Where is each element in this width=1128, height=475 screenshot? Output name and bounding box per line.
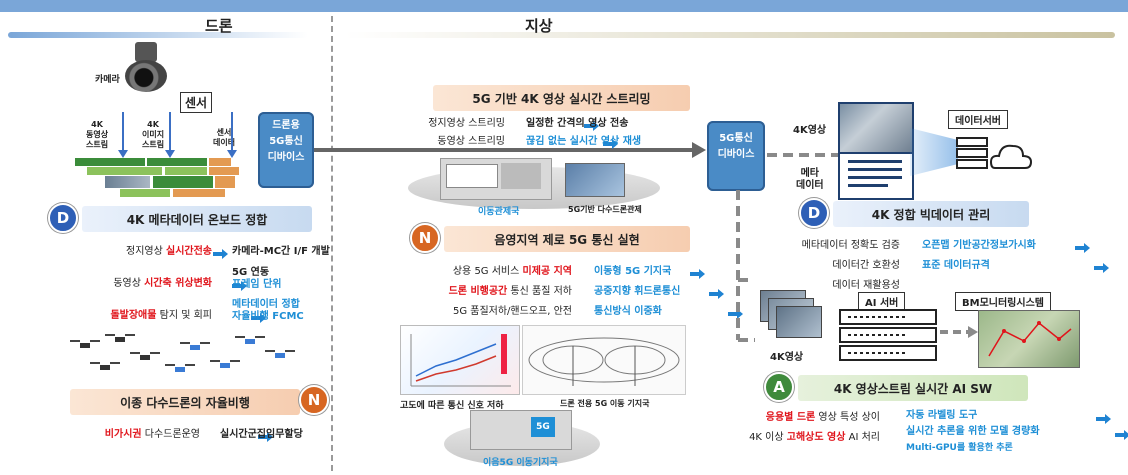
section-divider (331, 16, 333, 471)
badge-d-bigdata: D (799, 198, 829, 228)
control-monitor-label: 5G기반 다수드론관제 (568, 205, 642, 214)
ai-server-icon (839, 309, 937, 361)
sensor-label: 센서 (180, 92, 213, 113)
arrow-icon (689, 268, 705, 279)
badge-a-ai: A (764, 372, 794, 402)
shadow-row-3-result: 통신방식 이중화 (594, 306, 662, 317)
shadow-title: 음영지역 제로 5G 통신 실현 (444, 226, 690, 252)
bigdata-row-1-left: 메타데이터 정확도 검증 (801, 240, 900, 251)
bigdata-row-3-left: 데이터 재활용성 (832, 280, 900, 291)
arrow-icon (251, 312, 267, 323)
arrow-icon (584, 120, 600, 131)
ai-video-label: 4K영상 (770, 352, 804, 363)
arrow-icon (603, 138, 619, 149)
metadata-row-3-result: 메타데이터 정합 자율비행 FCMC (232, 299, 304, 322)
metadata-row-1-result: 카메라-MC간 I/F 개발 (232, 246, 330, 257)
ai-result-2: 실시간 추론을 위한 모델 경량화 (906, 426, 1040, 437)
ground-section-underline (345, 32, 1115, 38)
bigdata-row-2-left: 데이터간 호환성 (832, 260, 900, 271)
ai-row-1-left: 응용별 드론 영상 특성 상이 (765, 412, 880, 423)
data-stream-bars (75, 158, 245, 198)
server-cloud-icon (956, 137, 1033, 169)
bm-monitoring-map (978, 310, 1080, 368)
5g-badge-icon: 5G (531, 417, 555, 437)
ai-to-monitor-arrow (940, 326, 978, 338)
metadata-row-2-left: 동영상 시간축 위상변화 (113, 278, 212, 289)
streaming-row-1-right: 일정한 간격의 영상 전송 (526, 118, 629, 129)
streaming-row-2-left: 동영상 스트리밍 (437, 136, 505, 147)
arrow-icon (1115, 429, 1128, 440)
camera-image (120, 42, 175, 97)
control-vehicle-label: 이동관제국 (478, 207, 520, 217)
bigdata-video-puzzle (838, 102, 914, 154)
mobile-bs-vehicle-image: 5G (470, 410, 572, 450)
bigdata-title: 4K 정합 빅데이터 관리 (833, 201, 1029, 227)
camera-label: 카메라 (95, 75, 120, 85)
drone-section-title: 드론 (205, 17, 233, 35)
shadow-row-1-left: 상용 5G 서비스 미제공 지역 (452, 266, 572, 277)
ground-section-title: 지상 (525, 17, 553, 35)
mobile-bs-diagram (522, 325, 686, 395)
bigdata-video-label: 4K영상 (793, 125, 827, 136)
ai-row-2-left: 4K 이상 고해상도 영상 AI 처리 (749, 432, 880, 443)
dashed-connectors (736, 153, 840, 342)
bigdata-meta-puzzle (838, 152, 914, 200)
arrow-icon (1093, 262, 1109, 273)
shadow-row-1-result: 이동형 5G 기지국 (594, 266, 672, 277)
metadata-row-1-left: 정지영상 실시간전송 (126, 246, 212, 257)
ai-video-stack (760, 290, 822, 340)
streaming-row-2-right: 끊김 없는 실시간 영상 재생 (526, 136, 642, 147)
header-bar (0, 0, 1128, 12)
autonomous-row-result: 실시간군집임무할당 (220, 429, 303, 440)
signal-figure-caption: 고도에 따른 통신 신호 저하 (400, 401, 504, 411)
badge-n-autonomous: N (299, 385, 329, 415)
shadow-row-2-left: 드론 비행공간 통신 품질 저하 (448, 286, 572, 297)
bm-monitoring-label: BM모니터링시스템 (955, 292, 1051, 311)
shadow-row-2-result: 공중지향 휘드론통신 (594, 286, 681, 297)
badge-d-metadata: D (48, 203, 78, 233)
data-flow-funnel (910, 128, 958, 176)
arrow-icon (232, 280, 248, 291)
arrow-icon (258, 431, 274, 442)
metadata-row-2-result: 5G 연동 프레임 단위 (232, 267, 282, 290)
control-vehicle-image (440, 158, 552, 200)
bigdata-row-1-right: 오픈맵 기반공간정보가시화 (922, 240, 1036, 251)
arrow-icon (213, 248, 228, 259)
main-link-arrow (314, 142, 706, 158)
ai-result-1: 자동 라벨링 도구 (906, 410, 978, 421)
data-server-label: 데이터서버 (948, 110, 1008, 129)
arrow-icon (727, 308, 743, 319)
drone-swarm-image (70, 330, 310, 380)
metadata-onboard-title: 4K 메타데이터 온보드 정합 (82, 206, 312, 232)
ai-title: 4K 영상스트림 실시간 AI SW (798, 375, 1028, 401)
stream-arrows (118, 112, 237, 158)
arrow-icon (708, 288, 724, 299)
drone-section-underline (8, 32, 308, 38)
autonomous-row-left: 비가시권 다수드론운영 (104, 429, 200, 440)
arrow-icon (1074, 242, 1090, 253)
arrow-icon (1096, 413, 1112, 424)
autonomous-title: 이종 다수드론의 자율비행 (70, 389, 300, 415)
ai-result-3: Multi-GPU를 활용한 추론 (906, 443, 1013, 453)
badge-n-shadow: N (410, 223, 440, 253)
shadow-row-3-left: 5G 품질저하/핸드오프, 안전 (452, 306, 572, 317)
bigdata-row-2-right: 표준 데이터규격 (922, 260, 990, 271)
metadata-row-3-left: 돌발장애물 탐지 및 회피 (110, 310, 212, 321)
signal-altitude-figure (400, 325, 520, 395)
control-monitor-image (565, 163, 625, 197)
streaming-row-1-left: 정지영상 스트리밍 (428, 118, 505, 129)
mobile-bs-label: 이음5G 이동기지국 (483, 458, 558, 468)
streaming-title: 5G 기반 4K 영상 실시간 스트리밍 (433, 85, 690, 111)
mobile-bs-caption: 드론 전용 5G 이동 기지국 (560, 399, 650, 408)
